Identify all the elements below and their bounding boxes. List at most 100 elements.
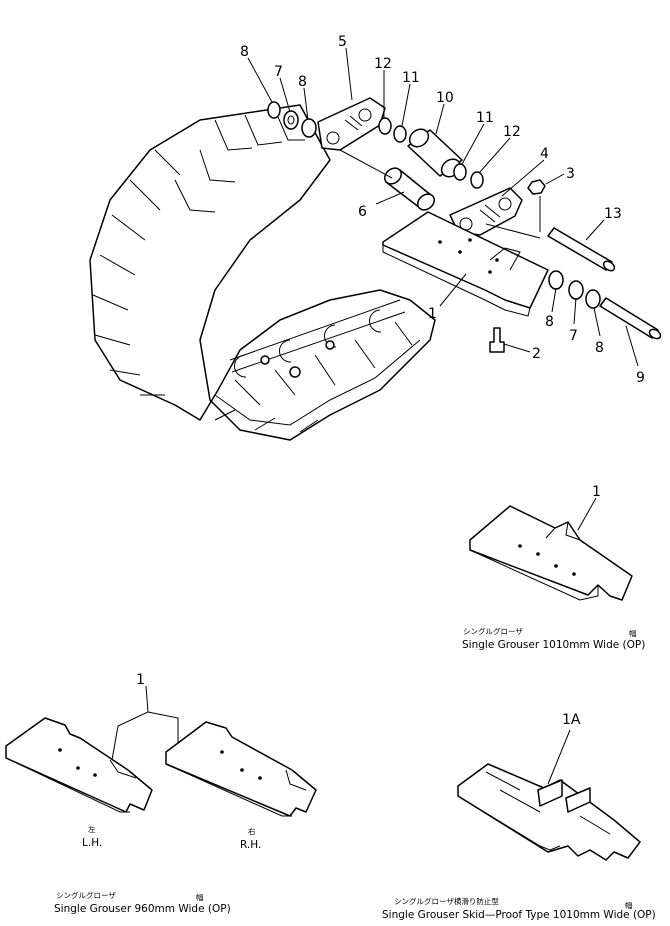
leader-960 (112, 686, 178, 760)
bushing-end (406, 126, 432, 151)
exploded-parts (268, 98, 662, 352)
width-mark-1010: 幅 (629, 628, 637, 638)
callout-numbers: 5 8 7 8 12 11 10 11 12 4 3 13 6 1 8 7 8 … (240, 34, 645, 386)
leader-2 (504, 344, 530, 352)
callout-leaders (248, 48, 638, 366)
leader-5 (346, 48, 352, 100)
rh-jp-label: 右 (248, 826, 256, 836)
callout-8: 8 (595, 340, 604, 356)
track-assembly (90, 105, 435, 440)
track-loop-outline (90, 105, 435, 440)
bolt-hole (93, 773, 97, 777)
track-pin-head (290, 367, 300, 377)
callout-3: 3 (566, 166, 575, 182)
bushing-end (382, 165, 405, 187)
seal-washer-7-right-bottom (569, 281, 583, 299)
bolt-hole (495, 258, 499, 262)
bushing-end (415, 191, 438, 213)
seal-washer-8-right-bottom-2 (586, 290, 600, 308)
assembly-axis (340, 150, 540, 238)
leader-11a (402, 84, 410, 126)
master-pin-13 (548, 228, 612, 270)
lh-label: L.H. (82, 837, 102, 849)
track-grousers-left (93, 150, 180, 395)
shoe-ribs (486, 772, 610, 834)
seal-ring-12-top (379, 118, 391, 134)
leader-4 (502, 160, 544, 196)
bolt-hole (220, 750, 224, 754)
callout-8: 8 (545, 314, 554, 330)
leader-1a (548, 730, 570, 784)
shoe-bolt-2 (490, 328, 504, 352)
callout-12: 12 (374, 56, 392, 72)
callout-4: 4 (540, 146, 549, 162)
lh-jp-label: 左 (88, 824, 96, 834)
callout-5: 5 (338, 34, 347, 50)
leader-8d (594, 308, 600, 336)
callout-12: 12 (503, 124, 521, 140)
callout-11: 11 (402, 70, 420, 86)
leader-3 (546, 174, 564, 184)
link-nut-seat (480, 205, 500, 222)
shoe-nut-3 (528, 180, 545, 194)
callout-1-1010: 1 (592, 484, 601, 500)
shoe-1a-skid-proof (458, 764, 640, 860)
leader-1010 (578, 498, 596, 530)
spacer-11-right (454, 164, 466, 180)
shoe-grouser (110, 760, 136, 778)
bolt-hole (258, 776, 262, 780)
leader-8a (248, 58, 272, 102)
leader-10 (436, 104, 444, 134)
callout-11: 11 (476, 110, 494, 126)
track-inner-shoes (215, 322, 420, 432)
callout-7: 7 (569, 328, 578, 344)
callout-1-960: 1 (136, 672, 145, 688)
shoe-960-lh (6, 718, 152, 812)
track-shoe-1 (383, 212, 548, 308)
bolt-hole (536, 552, 540, 556)
caption-skid: Single Grouser Skid—Proof Type 1010mm Wi… (382, 909, 656, 921)
bolt-hole (468, 238, 472, 242)
leader-6 (376, 192, 404, 204)
callout-2: 2 (532, 346, 541, 362)
leader-8c (552, 288, 556, 312)
track-grousers-top (175, 110, 305, 212)
link-nut-seat (345, 116, 362, 130)
callout-8: 8 (298, 74, 307, 90)
skid-grouser-block (538, 780, 562, 806)
bolt-hole (58, 748, 62, 752)
variant-single-grouser-960: 1 左 L.H. 右 R.H. シングルグローザ 幅 Single Grouse… (6, 672, 316, 915)
leader-8b (304, 88, 308, 120)
bolt-hole (554, 564, 558, 568)
caption-1010: Single Grouser 1010mm Wide (OP) (462, 639, 645, 651)
leader-1 (440, 274, 466, 306)
spacer-11-top (394, 126, 406, 142)
seal-washer-8-right-bottom (549, 271, 563, 289)
caption-jp-960: シングルグローザ (56, 890, 116, 900)
link-bore (359, 109, 371, 121)
link-bore (499, 198, 511, 210)
callout-10: 10 (436, 90, 454, 106)
leader-7b (574, 298, 576, 324)
shoe-edge (470, 540, 598, 600)
shoe-edge (166, 764, 292, 816)
width-mark-skid: 幅 (625, 900, 633, 910)
seal-washer-8-left-top (268, 102, 280, 118)
caption-jp-skid: シングルグローザ横滑り防止型 (394, 896, 499, 906)
bolt-hole (518, 544, 522, 548)
bolt-hole (438, 240, 442, 244)
pin-end (648, 327, 662, 340)
pin-end (602, 259, 616, 272)
callout-1a: 1A (562, 712, 581, 728)
shoe-grouser (546, 522, 580, 540)
leader-7a (280, 78, 290, 112)
leader-13 (586, 220, 604, 240)
width-mark-960: 幅 (196, 892, 204, 902)
skid-grouser-block (566, 788, 590, 812)
shoe-edge (383, 245, 530, 316)
callout-7: 7 (274, 64, 283, 80)
track-link-chain (230, 300, 405, 377)
shoe-grouser (490, 248, 520, 270)
leader-11b (462, 124, 484, 164)
